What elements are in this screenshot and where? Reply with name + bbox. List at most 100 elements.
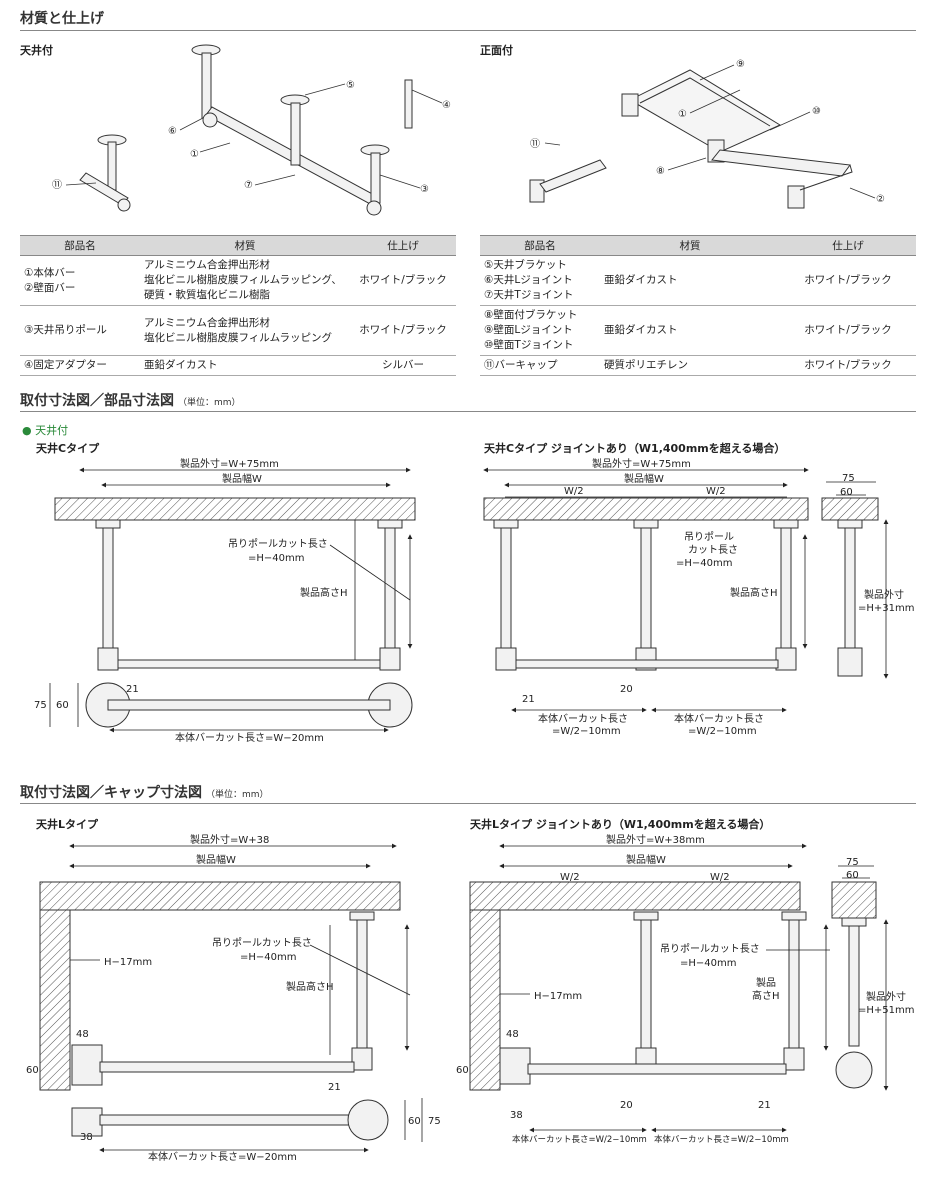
lj-pole-cut: 吊りポールカット長さ bbox=[660, 943, 760, 955]
l-cap-60: 60 bbox=[408, 1116, 421, 1127]
l-type-joint-title: 天井Lタイプ ジョイントあり（W1,400mmを超える場合） bbox=[470, 818, 771, 831]
l-cap-75: 75 bbox=[428, 1116, 441, 1127]
part-finish: ホワイト/ブラック bbox=[780, 355, 916, 376]
lj-60b: 60 bbox=[846, 870, 859, 881]
l-type-drawing: 製品外寸=W+38 製品幅W 吊りポールカット長さ =H−40mm 製品高さH … bbox=[26, 833, 441, 1163]
lj-height-a: 製品 bbox=[756, 976, 776, 989]
part-name: ④固定アダプター bbox=[20, 355, 140, 376]
part-finish: ホワイト/ブラック bbox=[780, 255, 916, 306]
l-h17: H−17mm bbox=[104, 957, 152, 968]
callout-labels: ① ⑥ ⑦ ③ ⑤ ④ ⑪ ⑨ ① ⑩ ⑧ ② ⑪ bbox=[52, 59, 885, 205]
part-finish: ホワイト/ブラック bbox=[350, 305, 456, 356]
callout-leaders bbox=[65, 64, 876, 199]
cap-dims-title: 取付寸法図／キャップ寸法図（単位：mm） bbox=[20, 785, 269, 801]
cj-outer-h-a: 製品外寸 bbox=[864, 588, 904, 601]
c-21: 21 bbox=[126, 684, 139, 695]
part-name: ⑪バーキャップ bbox=[480, 355, 600, 376]
lj-48: 48 bbox=[506, 1029, 519, 1040]
c-type-title: 天井Cタイプ bbox=[36, 442, 100, 455]
lj-bar-2: 本体バーカット長さ=W/2−10mm bbox=[654, 1134, 789, 1145]
l-48: 48 bbox=[76, 1029, 89, 1040]
cj-75: 75 bbox=[842, 473, 855, 484]
l-type-title: 天井Lタイプ bbox=[36, 818, 99, 831]
callout-4: ④ bbox=[442, 100, 451, 111]
mount-dims-title: 取付寸法図／部品寸法図（単位：mm） bbox=[20, 393, 241, 409]
part-material: 亜鉛ダイカスト bbox=[140, 355, 350, 376]
ceiling-subtitle: 天井付 bbox=[20, 44, 53, 57]
ceiling-iso-drawing bbox=[79, 44, 853, 216]
header-part: 部品名 bbox=[20, 235, 140, 256]
c-type-drawing: 製品外寸=W+75mm 製品幅W 吊りポールカット長さ =H−40mm 製品高さ… bbox=[34, 457, 416, 744]
header-finish: 仕上げ bbox=[350, 235, 456, 256]
c-width: 製品幅W bbox=[222, 472, 262, 485]
cj-bar-1-val: =W/2−10mm bbox=[552, 726, 621, 737]
lj-outer-h-a: 製品外寸 bbox=[866, 990, 906, 1003]
table-row: ⑪バーキャップ 硬質ポリエチレン ホワイト/ブラック bbox=[480, 355, 916, 376]
table-header-row: 部品名 材質 仕上げ bbox=[20, 235, 456, 256]
callout-11-left: ⑪ bbox=[52, 179, 62, 191]
table-row: ④固定アダプター 亜鉛ダイカスト シルバー bbox=[20, 355, 456, 376]
c-75: 75 bbox=[34, 700, 47, 711]
part-finish: シルバー bbox=[350, 355, 456, 376]
cj-bar-1: 本体バーカット長さ bbox=[538, 712, 628, 725]
callout-11-right: ⑪ bbox=[530, 138, 540, 150]
part-material: アルミニウム合金押出形材塩化ビニル樹脂皮膜フィルムラッピング、硬質・軟質塩化ビニ… bbox=[140, 255, 350, 306]
header-material: 材質 bbox=[140, 235, 350, 256]
l-pole-cut-val: =H−40mm bbox=[240, 952, 296, 963]
l-38: 38 bbox=[80, 1132, 93, 1143]
lj-outer-width: 製品外寸=W+38mm bbox=[606, 833, 705, 846]
cj-outer-width: 製品外寸=W+75mm bbox=[592, 457, 691, 470]
callout-10: ⑩ bbox=[812, 106, 821, 117]
cj-21: 21 bbox=[522, 694, 535, 705]
lj-outer-h-b: =H+51mm bbox=[858, 1005, 914, 1016]
callout-6: ⑥ bbox=[168, 126, 177, 137]
c-pole-cut: 吊りポールカット長さ bbox=[228, 538, 328, 550]
lj-pole-cut-val: =H−40mm bbox=[680, 958, 736, 969]
lj-bar-1: 本体バーカット長さ=W/2−10mm bbox=[512, 1134, 647, 1145]
l-pole-cut: 吊りポールカット長さ bbox=[212, 937, 312, 949]
part-material: 亜鉛ダイカスト bbox=[600, 255, 780, 306]
callout-3: ③ bbox=[420, 184, 429, 195]
cj-pole-val: =H−40mm bbox=[676, 558, 732, 569]
ceiling-bullet-label: ● 天井付 bbox=[22, 424, 69, 437]
c-60: 60 bbox=[56, 700, 69, 711]
divider bbox=[20, 30, 916, 31]
cj-bar-2-val: =W/2−10mm bbox=[688, 726, 757, 737]
callout-2: ② bbox=[876, 194, 885, 205]
lj-75: 75 bbox=[846, 857, 859, 868]
callout-1-front: ① bbox=[678, 109, 687, 120]
cj-half-2: W/2 bbox=[706, 486, 726, 497]
callout-5: ⑤ bbox=[346, 80, 355, 91]
callout-1: ① bbox=[190, 149, 199, 160]
c-type-joint-title: 天井Cタイプ ジョイントあり（W1,400mmを超える場合） bbox=[484, 442, 786, 455]
divider bbox=[20, 411, 916, 412]
part-name: ③天井吊りポール bbox=[20, 305, 140, 356]
cj-pole-b: カット長さ bbox=[688, 544, 738, 556]
lj-38: 38 bbox=[510, 1110, 523, 1121]
lj-half-2: W/2 bbox=[710, 872, 730, 883]
cj-half-1: W/2 bbox=[564, 486, 584, 497]
l-width: 製品幅W bbox=[196, 853, 236, 866]
lj-60: 60 bbox=[456, 1065, 469, 1076]
front-subtitle: 正面付 bbox=[480, 44, 513, 57]
c-bar-cut: 本体バーカット長さ=W−20mm bbox=[175, 731, 324, 744]
part-material: アルミニウム合金押出形材塩化ビニル樹脂皮膜フィルムラッピング bbox=[140, 305, 350, 356]
part-material: 硬質ポリエチレン bbox=[600, 355, 780, 376]
c-outer-width: 製品外寸=W+75mm bbox=[180, 457, 279, 470]
divider bbox=[20, 803, 916, 804]
l-type-joint-drawing: 製品外寸=W+38mm 製品幅W W/2 W/2 吊りポールカット長さ =H−4… bbox=[456, 833, 914, 1145]
lj-half-1: W/2 bbox=[560, 872, 580, 883]
lj-20: 20 bbox=[620, 1100, 633, 1111]
cj-height: 製品高さH bbox=[730, 586, 778, 599]
l-outer-width: 製品外寸=W+38 bbox=[190, 833, 269, 846]
cj-outer-h-b: =H+31mm bbox=[858, 603, 914, 614]
l-21: 21 bbox=[328, 1082, 341, 1093]
